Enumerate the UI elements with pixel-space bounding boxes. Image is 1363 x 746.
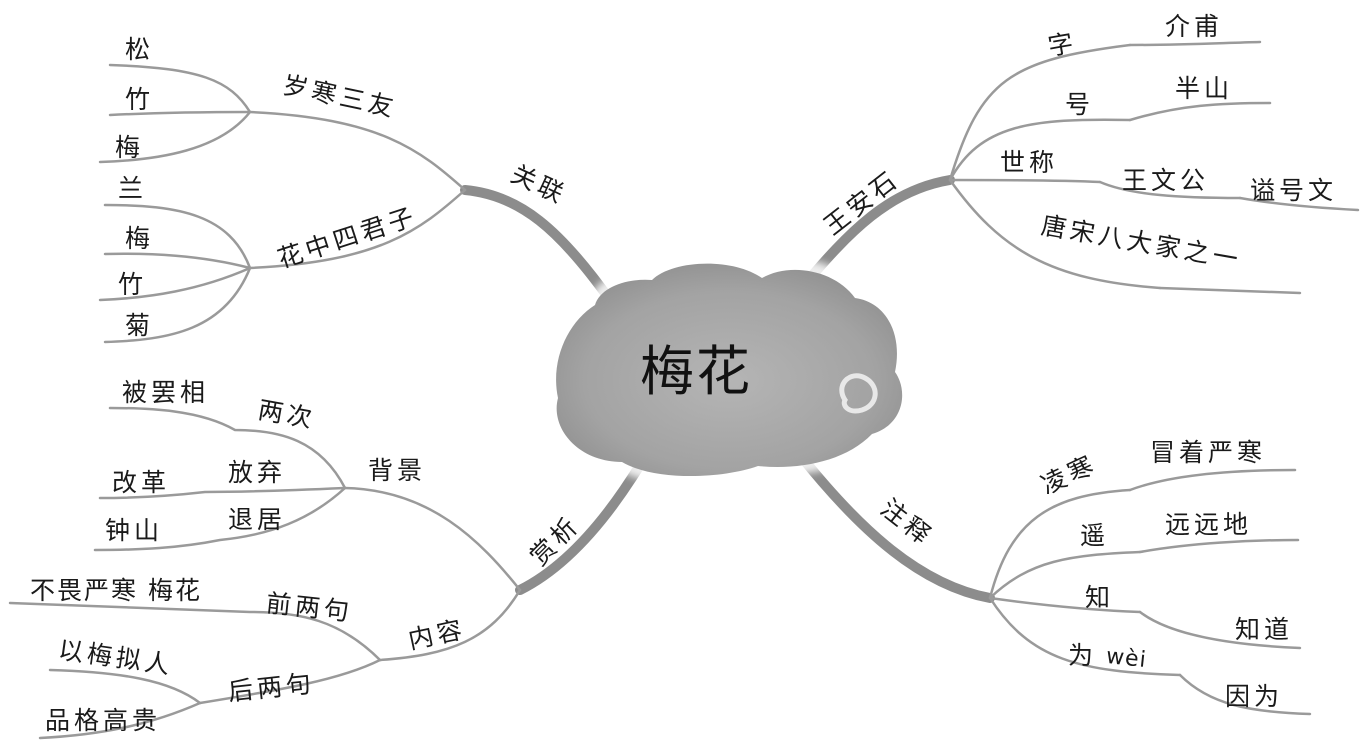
value-banshan: 半山	[1175, 76, 1233, 101]
node-hao: 号	[1065, 92, 1094, 117]
value-yuanyuande: 远远地	[1165, 512, 1252, 537]
leaf-ju: 菊	[125, 313, 154, 338]
node-beijing: 背景	[368, 458, 426, 483]
value-buwei-yanhan-meihua: 不畏严寒 梅花	[30, 578, 202, 603]
leaf-song: 松	[125, 37, 154, 62]
zhushi-lines	[990, 470, 1310, 714]
node-shicheng: 世称	[1000, 150, 1058, 175]
node-fangqi: 放弃	[228, 460, 286, 485]
value-zhongshan: 钟山	[105, 518, 163, 543]
leaf-zhu-1: 竹	[125, 87, 154, 112]
leaf-lan: 兰	[118, 176, 147, 201]
branch-guanlian	[465, 190, 610, 300]
value-shihaowen: 谥号文	[1250, 178, 1337, 203]
value-pinge-gaogui: 品格高贵	[45, 708, 161, 733]
center-title: 梅花	[640, 345, 752, 399]
node-zhi: 知	[1085, 585, 1114, 610]
node-wei: 为	[1068, 643, 1097, 668]
leaf-zhu-2: 竹	[118, 272, 147, 297]
node-yao: 遥	[1080, 523, 1109, 548]
value-gaige: 改革	[112, 470, 170, 495]
value-wangwengong: 王文公	[1122, 168, 1209, 193]
node-tuiju: 退居	[228, 507, 286, 532]
value-maozhe-yanhan: 冒着严寒	[1150, 440, 1266, 465]
value-zhidao: 知道	[1235, 617, 1293, 642]
leaf-mei-2: 梅	[125, 226, 154, 251]
value-yinwei: 因为	[1225, 684, 1283, 709]
value-beibaxiang: 被罢相	[122, 380, 209, 405]
value-jiefu: 介甫	[1165, 14, 1223, 39]
leaf-mei-1: 梅	[115, 135, 144, 160]
node-zi: 字	[1046, 30, 1079, 60]
pinyin-wei: wèi	[1105, 646, 1148, 672]
